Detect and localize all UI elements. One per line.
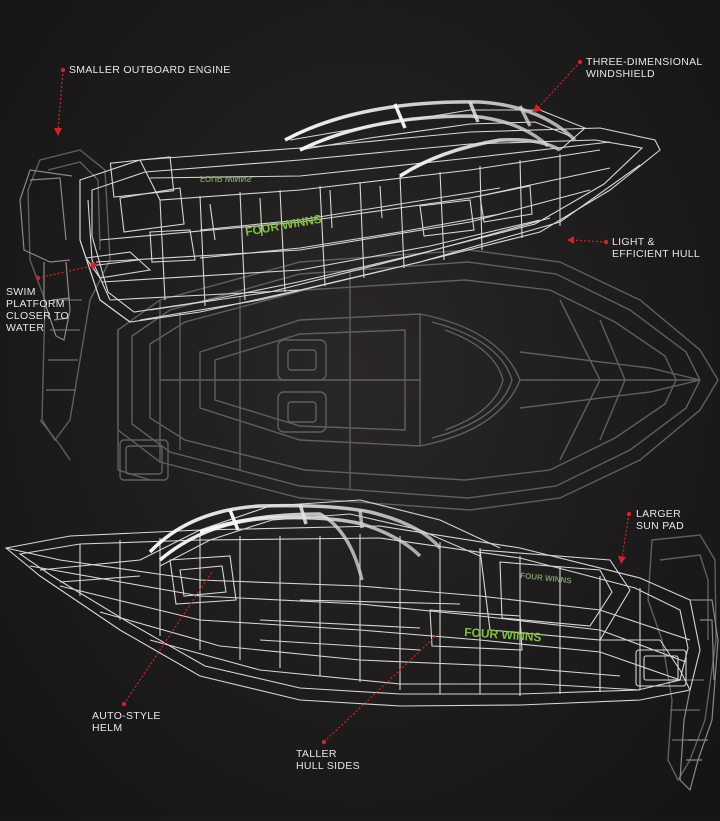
callout-helm: AUTO-STYLE HELM: [92, 710, 161, 734]
callout-windshield-line-1: THREE-DIMENSIONAL: [586, 56, 703, 68]
dot-outboard: [60, 67, 66, 73]
lower-boat-wireframe: [4, 499, 701, 707]
arrow-sunpad: [618, 556, 626, 564]
dot-swim: [35, 275, 41, 281]
callout-swim-platform: SWIM PLATFORM CLOSER TO WATER: [6, 286, 69, 334]
callout-helm-line-1: AUTO-STYLE: [92, 710, 161, 722]
callout-swim-line-1: SWIM: [6, 286, 36, 298]
leader-swim: [37, 265, 93, 279]
leader-outboard: [57, 69, 64, 131]
dot-hullsides: [321, 739, 327, 745]
callout-hull: LIGHT & EFFICIENT HULL: [612, 236, 700, 260]
upper-outboard-engine: [19, 169, 73, 341]
leader-helm: [123, 571, 213, 705]
arrow-swim: [90, 262, 98, 270]
callout-swim-line-2: PLATFORM: [6, 298, 65, 310]
upper-brand-logo-console: FOUR WINNS: [200, 174, 252, 183]
callout-sunpad-line-1: LARGER: [636, 508, 681, 520]
dot-windshield: [577, 59, 583, 65]
callout-helm-line-2: HELM: [92, 722, 123, 734]
upper-windshield: [284, 100, 577, 178]
callout-outboard-line-1: SMALLER OUTBOARD ENGINE: [69, 64, 231, 76]
dot-helm: [121, 701, 127, 707]
leader-windshield: [537, 61, 581, 109]
callout-hull-sides: TALLER HULL SIDES: [296, 748, 360, 772]
callout-windshield-line-2: WINDSHIELD: [586, 68, 655, 80]
upper-boat-wireframe: [79, 109, 661, 323]
lower-outboard-engine: [679, 599, 719, 792]
top-view-ghost: [27, 149, 719, 782]
lower-windshield: [148, 503, 442, 581]
leader-hull: [571, 239, 607, 243]
lower-brand-logo-hull: FOUR WINNS: [464, 625, 542, 644]
callout-hullsides-line-1: TALLER: [296, 748, 337, 760]
arrow-outboard: [54, 128, 62, 136]
dot-hull: [603, 239, 609, 245]
callout-sun-pad: LARGER SUN PAD: [636, 508, 684, 532]
arrow-windshield: [533, 104, 542, 113]
callout-swim-line-3: CLOSER TO: [6, 310, 69, 322]
callout-hull-line-2: EFFICIENT HULL: [612, 248, 701, 260]
lower-brand-logo-console: FOUR WINNS: [520, 571, 573, 585]
upper-brand-logo-hull: FOUR WINNS: [244, 212, 323, 239]
callout-arrowheads: [54, 104, 626, 564]
callout-leaders: [37, 61, 630, 743]
callout-outboard-engine: SMALLER OUTBOARD ENGINE: [69, 64, 231, 76]
dot-sunpad: [626, 511, 632, 517]
callout-swim-line-4: WATER: [6, 322, 45, 334]
leader-hullsides: [323, 633, 439, 743]
callout-hullsides-line-2: HULL SIDES: [296, 760, 360, 772]
leader-sunpad: [621, 513, 630, 559]
callout-sunpad-line-2: SUN PAD: [636, 520, 684, 532]
callout-hull-line-1: LIGHT &: [612, 236, 655, 248]
callout-dots: [35, 59, 632, 745]
arrow-hull: [567, 236, 574, 244]
callout-windshield: THREE-DIMENSIONAL WINDSHIELD: [586, 56, 703, 80]
